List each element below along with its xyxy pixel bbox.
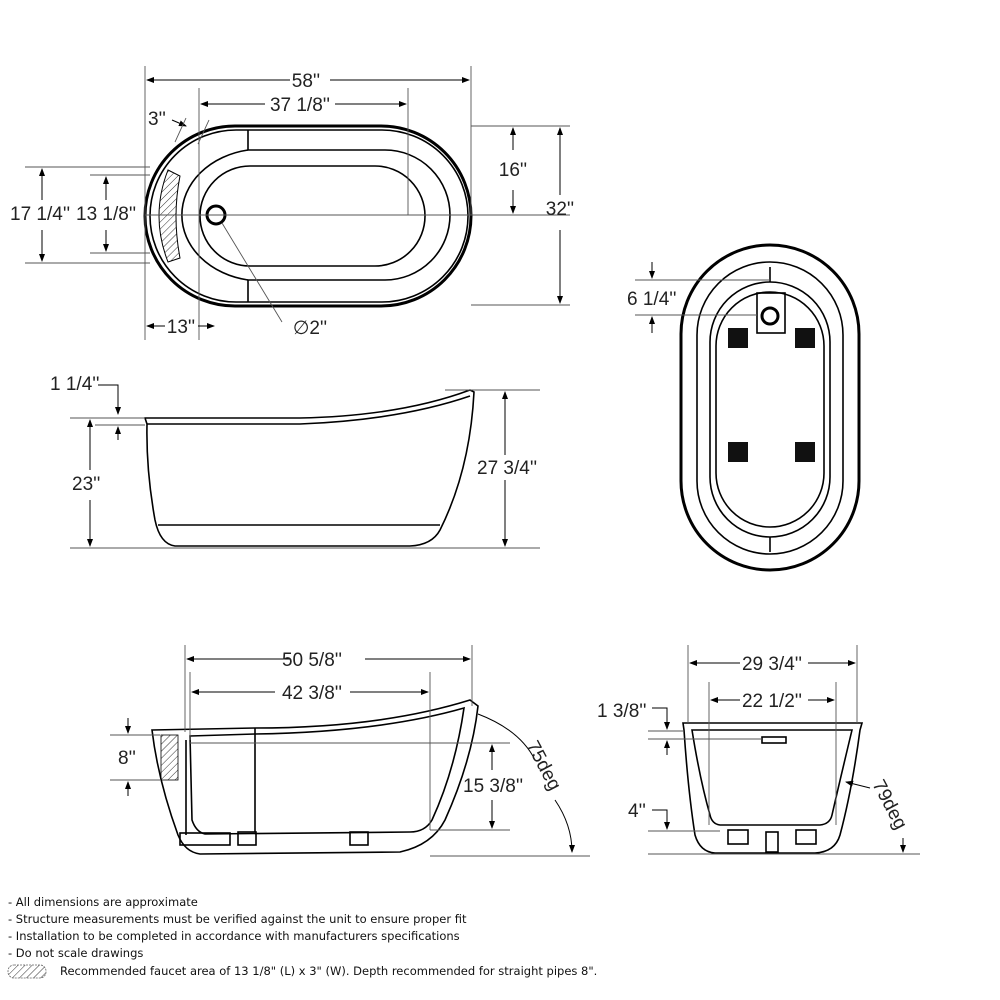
side-view: 1 1/4'' 23'' 27 3/4'' bbox=[50, 374, 540, 549]
bottom-view: 6 1/4'' bbox=[627, 243, 861, 572]
dim-faucet-outer: 17 1/4'' bbox=[10, 204, 70, 225]
dim-top-width: 29 3/4'' bbox=[742, 654, 802, 675]
short-section-view: 29 3/4'' 22 1/2'' 1 3/8'' 4'' 79deg bbox=[597, 645, 920, 855]
note-3: - Installation to be completed in accord… bbox=[8, 929, 460, 943]
dim-high-end-height: 27 3/4'' bbox=[477, 458, 537, 479]
dim-side-rim: 1 1/4'' bbox=[50, 374, 100, 395]
dim-drain-diameter: ∅2'' bbox=[293, 318, 327, 339]
top-view: 58'' 37 1/8'' 3'' 17 1/4'' 13 1/8'' 13''… bbox=[10, 66, 574, 340]
dim-base-height: 4'' bbox=[628, 801, 646, 822]
foot-icon bbox=[795, 328, 815, 348]
dim-inner-length: 37 1/8'' bbox=[270, 95, 330, 116]
dim-overall-width: 32'' bbox=[546, 199, 574, 220]
dim-low-end-height: 23'' bbox=[72, 474, 100, 495]
dim-interior-length: 42 3/8'' bbox=[282, 683, 342, 704]
dim-faucet-depth: 8'' bbox=[118, 748, 136, 769]
dim-interior-width: 22 1/2'' bbox=[742, 691, 802, 712]
dim-half-width: 16'' bbox=[499, 160, 527, 181]
dim-rim-thickness: 3'' bbox=[148, 109, 166, 130]
faucet-area-hatch bbox=[160, 734, 179, 781]
dim-bottom-drain-offset: 6 1/4'' bbox=[627, 289, 677, 310]
foot-icon bbox=[795, 442, 815, 462]
dim-short-rim: 1 3/8'' bbox=[597, 701, 647, 722]
dim-side-angle: 79deg bbox=[868, 776, 911, 833]
note-2: - Structure measurements must be verifie… bbox=[8, 912, 467, 926]
legend-hatch-icon bbox=[7, 964, 47, 979]
foot-icon bbox=[728, 328, 748, 348]
dim-top-length: 50 5/8'' bbox=[282, 650, 342, 671]
dim-faucet-inner: 13 1/8'' bbox=[76, 204, 136, 225]
foot-icon bbox=[728, 442, 748, 462]
note-1: - All dimensions are approximate bbox=[8, 895, 198, 909]
dim-interior-depth: 15 3/8'' bbox=[463, 776, 523, 797]
dim-drain-offset: 13'' bbox=[167, 317, 195, 338]
dim-back-angle: 75deg bbox=[522, 737, 565, 794]
long-section-view: 50 5/8'' 42 3/8'' 8'' 15 3/8'' 75deg bbox=[110, 645, 590, 857]
faucet-area-hatch bbox=[158, 169, 181, 263]
note-4: - Do not scale drawings bbox=[8, 946, 144, 960]
drain-icon bbox=[760, 306, 780, 326]
legend-text: Recommended faucet area of 13 1/8" (L) x… bbox=[60, 964, 598, 978]
dim-overall-length: 58'' bbox=[292, 71, 320, 92]
